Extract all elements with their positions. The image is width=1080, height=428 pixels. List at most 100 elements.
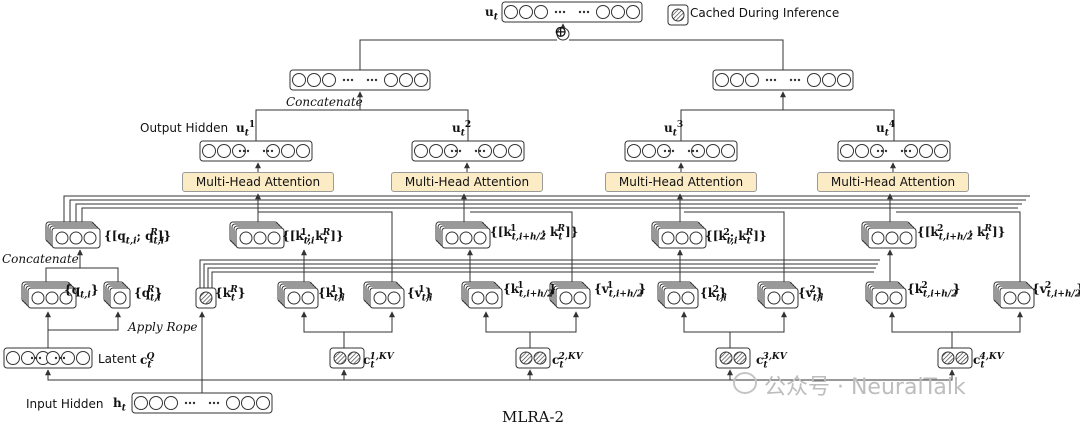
k1-stack: [277, 281, 319, 309]
mha-block-4: Multi-Head Attention: [817, 172, 969, 192]
latent-label: Latent: [98, 352, 137, 366]
mha-block-3: Multi-Head Attention: [605, 172, 757, 192]
k-rope-box: [195, 287, 217, 309]
output-u2: ut2: [452, 120, 472, 139]
v1h-to-mha2: [470, 211, 573, 288]
ckv4-to-v2h: [952, 311, 1023, 333]
latent-cq: ctQ: [140, 352, 155, 371]
latent-ckv-3: ct3,KV: [756, 352, 787, 371]
query-bus-4: [81, 207, 1018, 226]
keys-concat-3-stack: [651, 221, 707, 249]
v1h-stack: [549, 281, 591, 309]
q-rope-label: {qt,iR}: [134, 285, 163, 304]
output-u1: ut1: [236, 120, 256, 139]
input-hidden-vector: [131, 392, 273, 414]
v2-to-mha3: [684, 211, 785, 288]
input-ht: ht: [113, 396, 126, 414]
ckv4-to-k2h: [889, 311, 953, 348]
latent-ckv-2-box: [515, 347, 551, 369]
output-hidden-label: Output Hidden: [140, 121, 229, 135]
keys-concat-1: {[kt,i1; ktR]}: [282, 228, 344, 247]
sum-symbol: ⊕: [554, 22, 568, 41]
cq-to-qrope: [48, 311, 121, 331]
figure-caption: MLRA-2: [502, 408, 565, 426]
output-u4-vector: [837, 140, 951, 162]
u2-to-concat: [360, 109, 469, 141]
ckv2-to-k1h: [483, 311, 531, 348]
keys-concat-3: {[kt,i2; ktR]}: [705, 228, 767, 247]
krope-bus-4: [211, 271, 874, 288]
kv-label-v1: {vt,i1}: [407, 285, 433, 304]
concat-left-to-sum: [359, 39, 557, 70]
ckv3-to-v2: [730, 311, 787, 333]
kv-label-v1h: {vt,i+h/21 }: [594, 281, 647, 300]
kv-label-v2h: {vt,i+h/22 }: [1032, 281, 1080, 300]
query-bus-1: [63, 195, 1030, 226]
h-to-latent-cq: [45, 369, 202, 381]
connection-lines: [45, 23, 1030, 393]
legend-text: Cached During Inference: [690, 6, 840, 20]
sum-node: [556, 27, 570, 41]
q-content-stack: [21, 281, 77, 309]
kv-label-k1h: {kt,i+h/21 }: [503, 281, 557, 300]
query-bus-2: [69, 199, 1026, 226]
latent-ckv-4: ct4,KV: [973, 352, 1004, 371]
u4-to-concat: [783, 109, 895, 141]
watermark: 公众号 · NeuralTalk: [764, 375, 966, 400]
query-bus-3: [75, 203, 1022, 226]
keys-concat-4-stack: [861, 221, 917, 249]
vector-boxes: [3, 1, 1035, 414]
concatenate-top-label: Concatenate: [286, 95, 363, 109]
mha-block-1: Multi-Head Attention: [182, 172, 334, 192]
queries-stack: [45, 221, 101, 249]
input-hidden-label: Input Hidden: [26, 397, 104, 411]
krope-bus-1: [199, 259, 880, 288]
ckv1-to-v1: [344, 311, 395, 333]
k2-stack: [657, 281, 699, 309]
v1-stack: [363, 281, 405, 309]
output-u2-vector: [411, 140, 525, 162]
u3-to-concat: [680, 91, 786, 141]
latent-ckv-4-box: [937, 347, 973, 369]
keys-concat-2-stack: [435, 221, 491, 249]
krope-bus-2: [203, 263, 878, 288]
q-concat-bracket: [45, 267, 119, 288]
top-output-vector: [501, 1, 643, 23]
legend-hatched-icon: [667, 4, 689, 26]
krope-bus-3: [207, 267, 876, 288]
latent-ckv-1-box: [329, 347, 365, 369]
concat-output-right: [712, 69, 854, 91]
k-rope-label: {ktR}: [215, 285, 246, 304]
v1-to-mha1: [258, 211, 393, 288]
kv-label-k1: {kt,i1}: [318, 285, 345, 304]
output-u1-vector: [199, 140, 313, 162]
concatenate-left-label: Concatenate: [2, 252, 79, 266]
kv-label-k2: {kt,i2}: [700, 285, 727, 304]
v2h-to-mha4: [896, 211, 1021, 288]
q-rope-stack: [103, 281, 131, 309]
queries-label: {[qt,i; qt,iR]}: [104, 228, 172, 247]
concat-output-left: [289, 69, 431, 91]
wechat-logo-icon: [733, 372, 757, 394]
output-u3: ut3: [664, 120, 684, 139]
keys-concat-2: {[kt,i+h/21 ; ktR]}: [490, 224, 579, 243]
concat-right-to-sum: [569, 39, 784, 70]
output-u3-vector: [624, 140, 738, 162]
mha-block-2: Multi-Head Attention: [391, 172, 543, 192]
output-u4: ut4: [876, 120, 896, 139]
u1-to-concat: [255, 91, 363, 141]
v2h-stack: [993, 281, 1035, 309]
q-content-label: {qt,i}: [64, 283, 99, 301]
k1h-stack: [461, 281, 503, 309]
apply-rope-label: Apply Rope: [128, 320, 198, 334]
kv-label-v2: {vt,i2}: [798, 285, 824, 304]
v2-stack: [757, 281, 799, 309]
kv-label-k2h: {kt,i+h/22 }: [907, 281, 961, 300]
keys-concat-1-stack: [229, 221, 285, 249]
latent-cq-vector: [3, 347, 93, 369]
latent-ckv-1: ct1,KV: [363, 352, 394, 371]
latent-ckv-3-box: [715, 347, 751, 369]
keys-concat-4: {[kt,i+h/22 ; ktR]}: [917, 224, 1006, 243]
top-output-label: ut: [485, 5, 498, 23]
